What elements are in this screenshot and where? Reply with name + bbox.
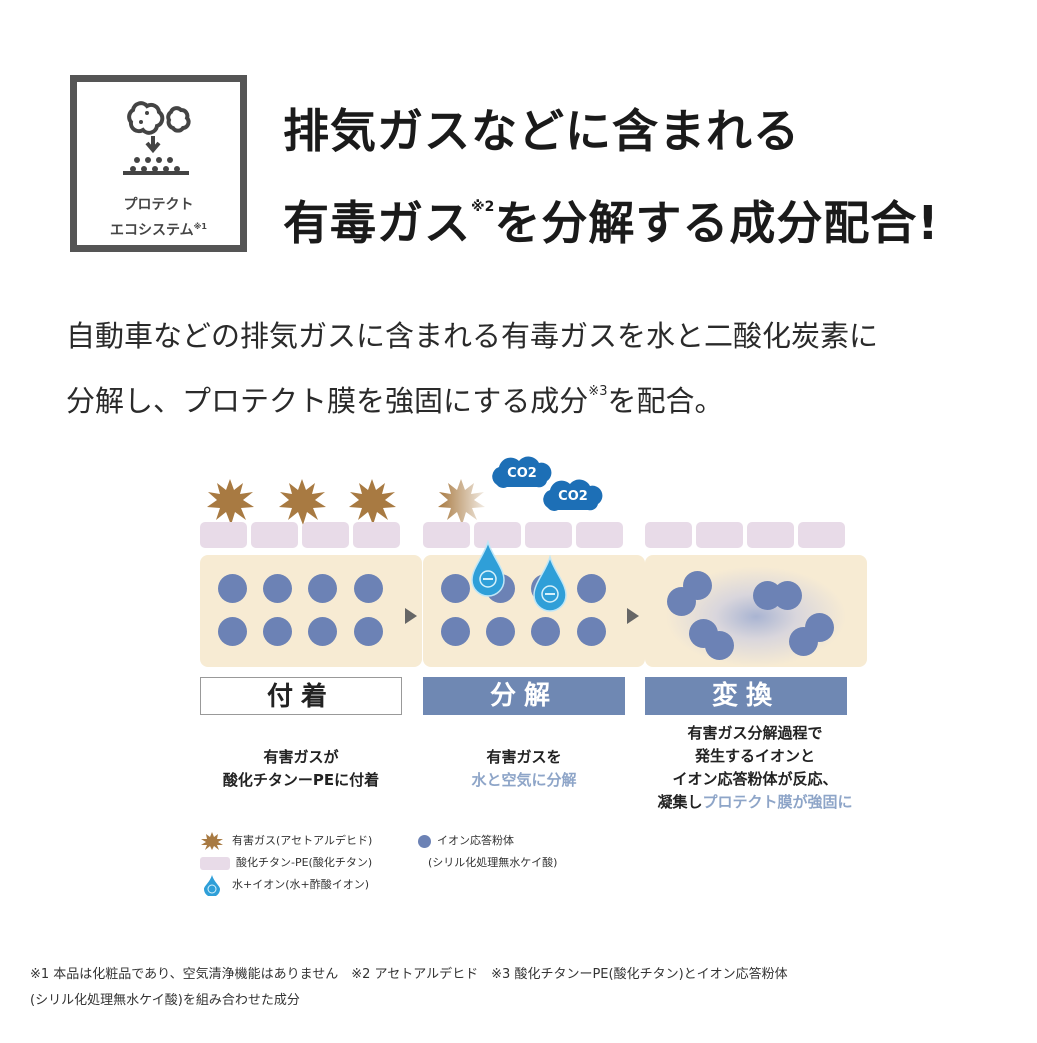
ion-powder-dot-icon (418, 834, 431, 848)
ion-powder-dot (531, 617, 560, 646)
ion-powder-dot (354, 617, 383, 646)
titanium-cell (798, 522, 845, 548)
description: 自動車などの排気ガスに含まれる有毒ガスを水と二酸化炭素に 分解し、プロテクト膜を… (66, 308, 878, 429)
legend-item-water-ion: 水+イオン(水+酢酸イオン) (200, 874, 372, 897)
step-label-conversion: 変換 (645, 677, 847, 715)
panel-conversion (645, 555, 867, 667)
badge-line1: プロテクト (123, 197, 194, 213)
harmful-gas-icons (207, 479, 396, 525)
water-ion-drop-icon (471, 540, 505, 597)
ion-powder-dot (486, 617, 515, 646)
step-arrow-icon (627, 608, 639, 624)
ion-powder-dot (218, 617, 247, 646)
water-ion-drop-icon (533, 555, 567, 612)
caption-line: 凝集しプロテクト膜が強固に (657, 793, 853, 811)
footnote-line2: (シリル化処理無水ケイ酸)を組み合わせた成分 (30, 993, 300, 1008)
pollution-to-particles-icon (123, 101, 191, 175)
description-note-mark: ※3 (588, 384, 608, 399)
legend: 有害ガス(アセトアルデヒド) 酸化チタン-PE(酸化チタン) 水+イオン(水+酢… (200, 830, 372, 897)
ion-powder-dot (789, 627, 818, 656)
titanium-cell (423, 522, 470, 548)
step-label-adhesion: 付着 (200, 677, 402, 715)
footnotes: ※1 本品は化粧品であり、空気清浄機能はありません ※2 アセトアルデヒド ※3… (30, 962, 788, 1014)
water-ion-drop-icon (204, 875, 220, 897)
legend-item-titanium: 酸化チタン-PE(酸化チタン) (200, 852, 372, 874)
legend-subtext: (シリル化処理無水ケイ酸) (428, 856, 558, 869)
caption-adhesion: 有害ガスが 酸化チタンーPEに付着 (190, 746, 412, 792)
ion-powder-dot (667, 587, 696, 616)
ion-powder-dot (773, 581, 802, 610)
caption-highlight: 水と空気に分解 (471, 771, 577, 789)
fading-gas-icon (438, 479, 485, 525)
caption-conversion: 有害ガス分解過程で 発生するイオンと イオン応答粉体が反応、 凝集しプロテクト膜… (630, 722, 880, 814)
caption-line: 有害ガスが (263, 748, 339, 766)
protect-ecosystem-badge: プロテクト エコシステム※1 (70, 75, 247, 252)
ion-powder-dot (577, 574, 606, 603)
titanium-oxide-cell-icon (200, 856, 230, 870)
caption-line: 有害ガスを (486, 748, 562, 766)
panel-adhesion (200, 555, 422, 667)
titanium-cell (251, 522, 298, 548)
titanium-cell (525, 522, 572, 548)
ion-powder-dot (263, 574, 292, 603)
caption-line: 有害ガス分解過程で (687, 724, 823, 742)
caption-line: 酸化チタンーPEに付着 (222, 771, 380, 789)
ion-powder-dot (218, 574, 247, 603)
co2-label: CO2 (558, 489, 588, 504)
titanium-cell (645, 522, 692, 548)
legend-item-gas: 有害ガス(アセトアルデヒド) (200, 830, 372, 852)
titanium-cell (747, 522, 794, 548)
badge-label: プロテクト エコシステム※1 (77, 194, 240, 242)
titanium-cell (696, 522, 743, 548)
ion-powder-dot (577, 617, 606, 646)
ion-powder-dot (308, 574, 337, 603)
legend-item-ion-powder: イオン応答粉体 (シリル化処理無水ケイ酸) (418, 830, 557, 874)
titanium-cell (302, 522, 349, 548)
ion-powder-dot (705, 631, 734, 660)
ion-powder-dot (354, 574, 383, 603)
headline-line1: 排気ガスなどに含まれる (283, 104, 800, 158)
caption-decomposition: 有害ガスを 水と空気に分解 (413, 746, 635, 792)
description-line2: 分解し、プロテクト膜を強固にする成分※3を配合。 (66, 384, 724, 418)
co2-cloud-icon: CO2 (487, 455, 557, 499)
badge-line2: エコシステム※1 (110, 222, 207, 239)
headline-line2: 有毒ガス※2を分解する成分配合! (283, 196, 940, 250)
titanium-cell (576, 522, 623, 548)
step-label-decomposition: 分解 (423, 677, 625, 715)
caption-highlight: プロテクト膜が強固に (702, 793, 853, 811)
titanium-cell (200, 522, 247, 548)
page-title: 排気ガスなどに含まれる 有毒ガス※2を分解する成分配合! (283, 93, 939, 261)
titanium-cell (353, 522, 400, 548)
titanium-cell (474, 522, 521, 548)
co2-cloud-icon: CO2 (538, 478, 608, 522)
badge-note-mark: ※1 (193, 222, 207, 231)
headline-note-mark: ※2 (471, 199, 495, 215)
step-arrow-icon (405, 608, 417, 624)
caption-line: 発生するイオンと (694, 747, 815, 765)
harmful-gas-icon (201, 832, 223, 850)
ion-powder-dot (441, 574, 470, 603)
ion-powder-dot (441, 617, 470, 646)
footnote-line1: ※1 本品は化粧品であり、空気清浄機能はありません ※2 アセトアルデヒド ※3… (30, 967, 788, 982)
ion-powder-dot (308, 617, 337, 646)
co2-label: CO2 (507, 466, 537, 481)
ion-powder-dot (263, 617, 292, 646)
panel-decomposition (423, 555, 645, 667)
description-line1: 自動車などの排気ガスに含まれる有毒ガスを水と二酸化炭素に (66, 319, 879, 353)
caption-line: イオン応答粉体が反応、 (672, 770, 838, 788)
